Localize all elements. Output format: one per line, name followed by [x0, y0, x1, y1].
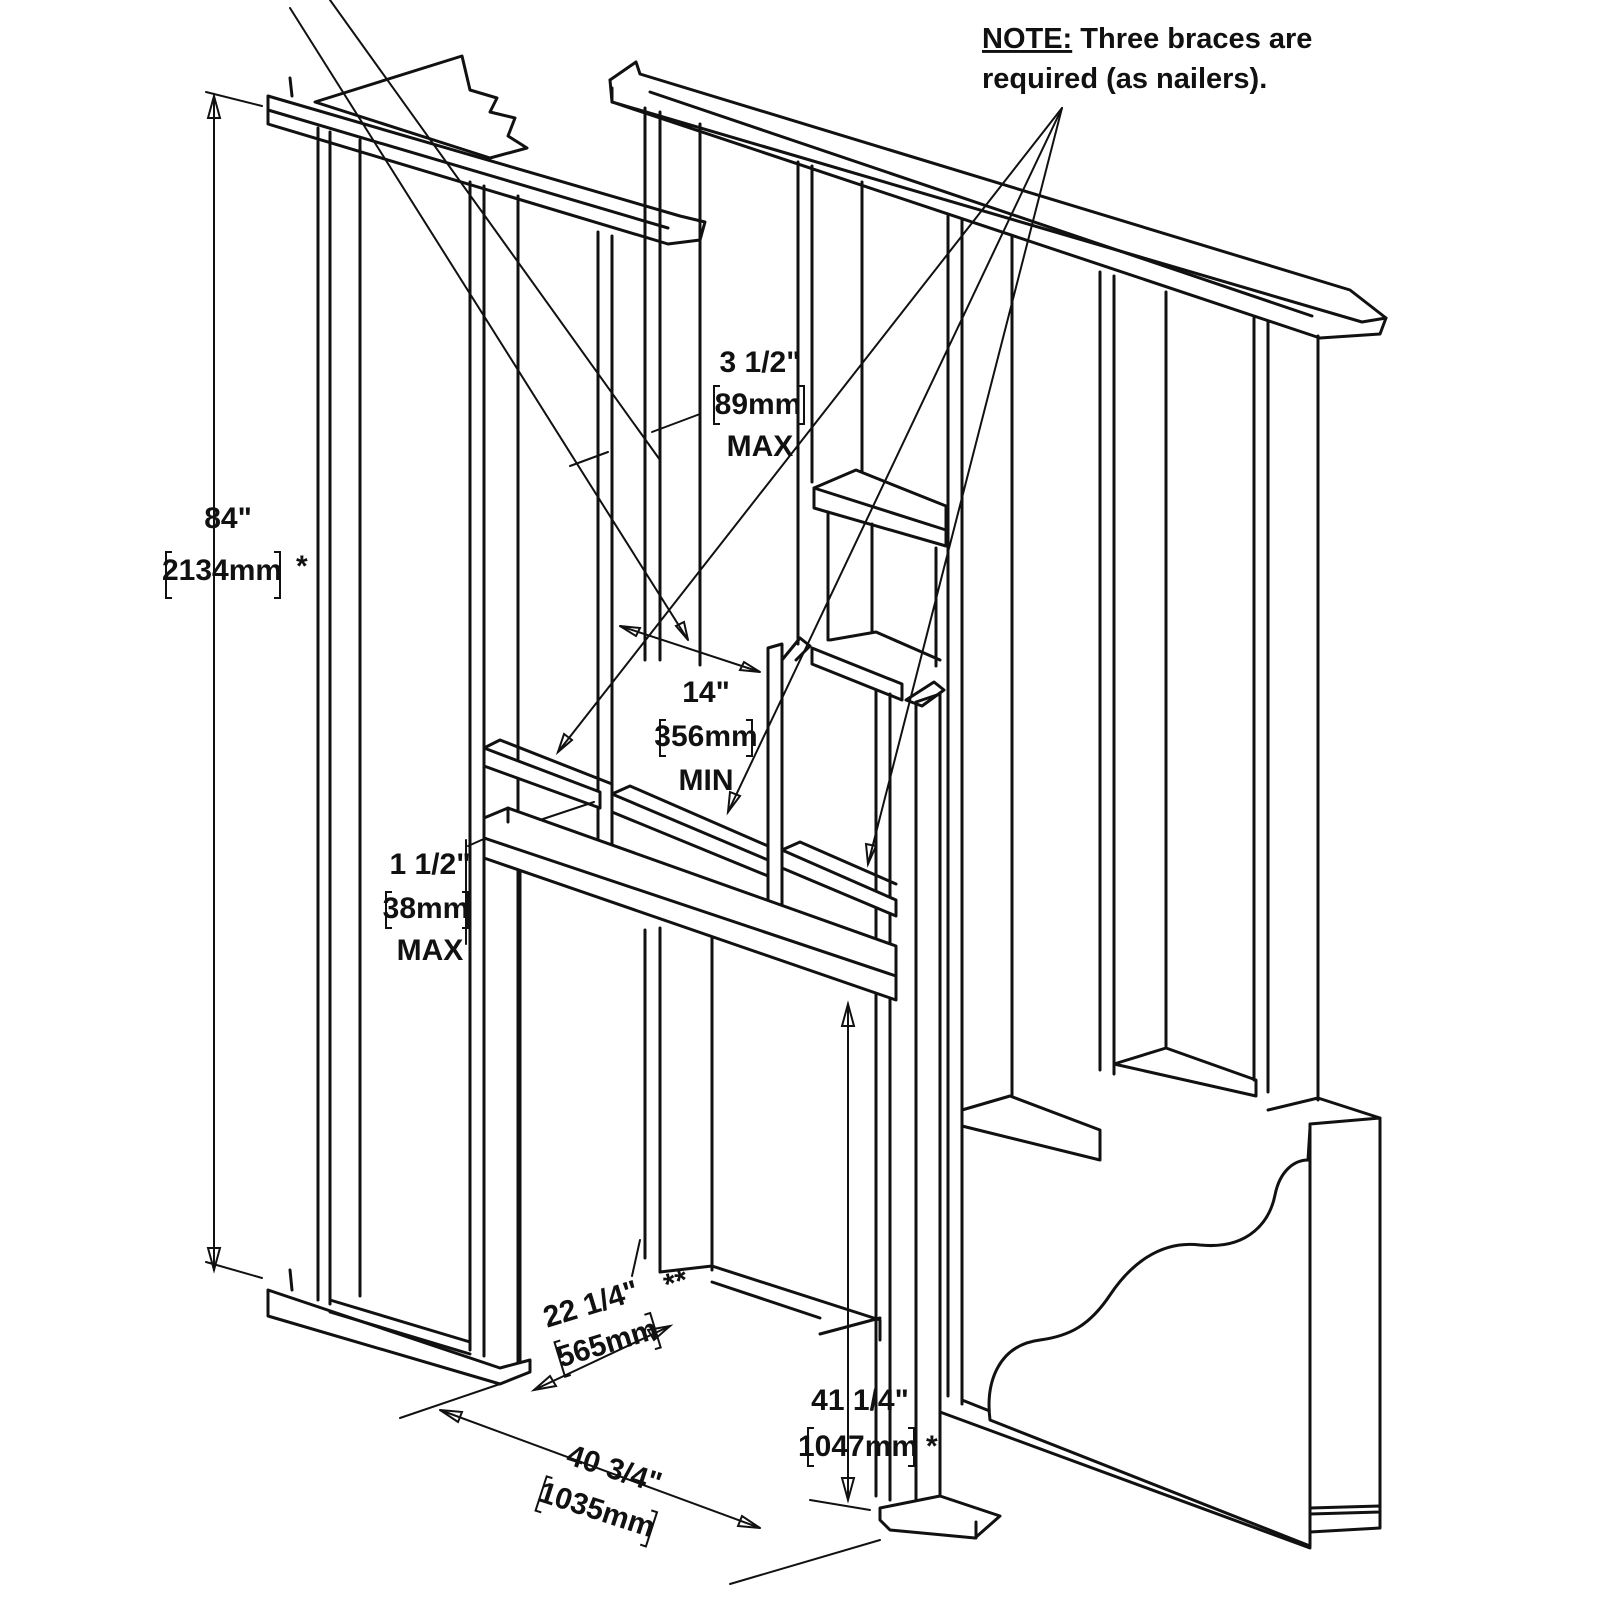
brace-1 [482, 746, 602, 810]
note-line-1: NOTE: Three braces are [982, 23, 1312, 55]
label-height-total: 84" 2134mm * [162, 502, 308, 599]
dim-3-5-metric: 89mm [715, 388, 802, 421]
dim-41-metric: 1047mm [798, 1430, 918, 1463]
dim-84-extension-top [205, 91, 263, 107]
front-bottom-plate [878, 1494, 1002, 1540]
dim-3-5-qualifier: MAX [727, 430, 794, 463]
dim-41-suffix: * [926, 1430, 938, 1463]
right-post [914, 692, 942, 1512]
dim-84-imperial: 84" [204, 502, 252, 535]
brace-3 [780, 848, 898, 918]
dim-1-5-qualifier: MAX [397, 934, 464, 967]
header-beam [482, 806, 898, 1002]
note-heading: NOTE: [982, 23, 1072, 55]
dim-3-5-arrow-right [651, 413, 701, 433]
note-leader-2 [727, 107, 1063, 813]
note-block: NOTE: Three braces are required (as nail… [982, 23, 1312, 95]
label-opening-height: 41 1/4" 1047mm * [798, 1384, 938, 1467]
dim-1-5-imperial: 1 1/2" [390, 848, 471, 881]
leader-top-left [289, 7, 689, 641]
dim-1-5-metric: 38mm [383, 892, 470, 925]
broken-ceiling-piece [313, 54, 529, 160]
dim-84-metric: 2134mm [162, 554, 282, 587]
wallboard-cutaway [1308, 1116, 1382, 1516]
label-opening-width: 40 3/4" 1035mm [534, 1439, 666, 1548]
label-header-thickness: 1 1/2" 38mm MAX [383, 848, 471, 967]
floor-block-left [960, 1094, 1102, 1162]
dim-40-line [439, 1409, 761, 1529]
fireplace-frame [482, 636, 1002, 1540]
dim-14-imperial: 14" [682, 676, 730, 709]
left-wall-bottom-plate [266, 1288, 532, 1386]
dim-14-qualifier: MIN [679, 764, 734, 797]
label-stud-depth: 3 1/2" 89mm MAX [713, 346, 805, 463]
label-opening-depth: 22 1/4" 565mm ** [540, 1263, 692, 1378]
dim-1-5-leader [539, 801, 595, 821]
left-side-wall [266, 54, 707, 1386]
dim-84-suffix: * [296, 550, 308, 583]
back-wall [608, 60, 1388, 1550]
note-line-2: required (as nailers). [982, 63, 1267, 95]
center-post [766, 642, 784, 914]
dim-14-metric: 356mm [654, 720, 757, 753]
dim-3-5-imperial: 3 1/2" [720, 346, 801, 379]
dimension-lines [205, 0, 1063, 1585]
note-text-1: Three braces are [1072, 23, 1312, 55]
brace-2 [610, 792, 770, 878]
dim-22-line [533, 1325, 671, 1391]
note-leader-1 [557, 107, 1063, 753]
label-stud-spacing: 14" 356mm MIN [654, 676, 757, 797]
dim-3-5-arrow-left [569, 451, 609, 467]
note-leader-3 [867, 107, 1063, 865]
dim-14-line [619, 625, 761, 673]
dim-41-imperial: 41 1/4" [811, 1384, 909, 1417]
